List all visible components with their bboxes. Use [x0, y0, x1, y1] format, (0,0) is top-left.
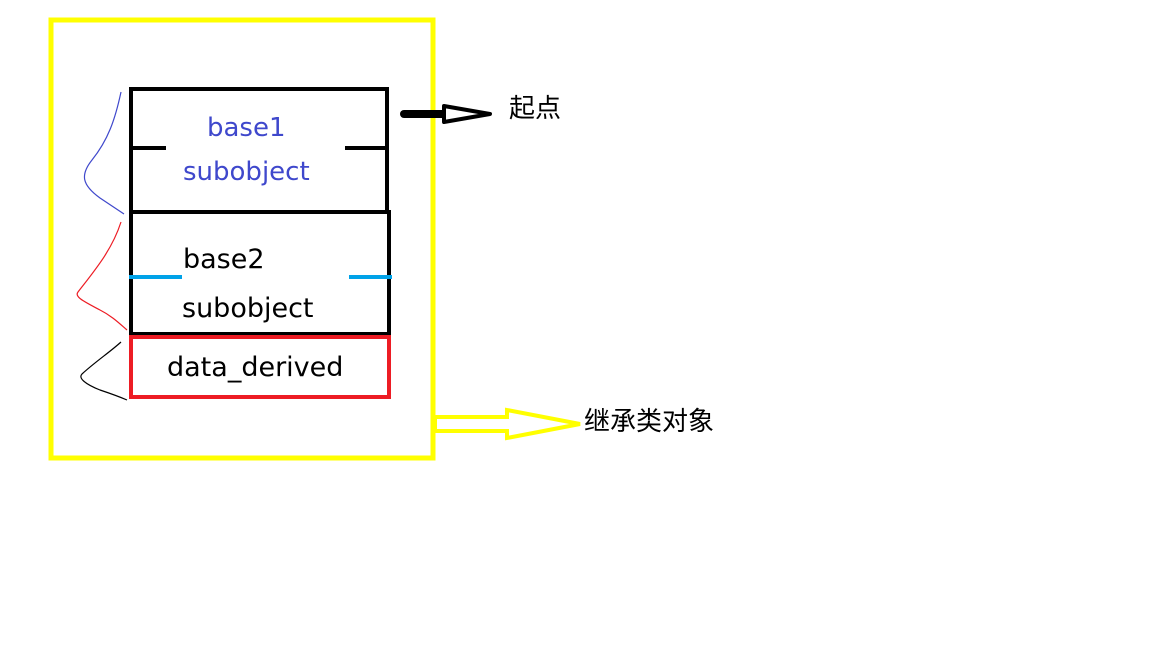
brace-base2: [76, 221, 128, 331]
base2-name-label: base2: [183, 244, 265, 275]
base2-block: [129, 210, 391, 336]
start-arrow: [400, 104, 492, 124]
derived-object-label: 继承类对象: [584, 407, 715, 437]
base1-subobject-label: subobject: [183, 157, 310, 187]
base2-subobject-label: subobject: [182, 293, 314, 324]
start-label: 起点: [509, 94, 562, 124]
derived-data-block: [129, 335, 391, 399]
derived-data-label: data_derived: [167, 352, 344, 383]
base1-block: [129, 87, 389, 214]
derived-object-frame: [48, 17, 436, 461]
brace-base1: [83, 91, 125, 215]
base1-name-label: base1: [207, 113, 286, 143]
derived-object-arrow: [433, 407, 581, 441]
brace-derived: [80, 341, 128, 401]
